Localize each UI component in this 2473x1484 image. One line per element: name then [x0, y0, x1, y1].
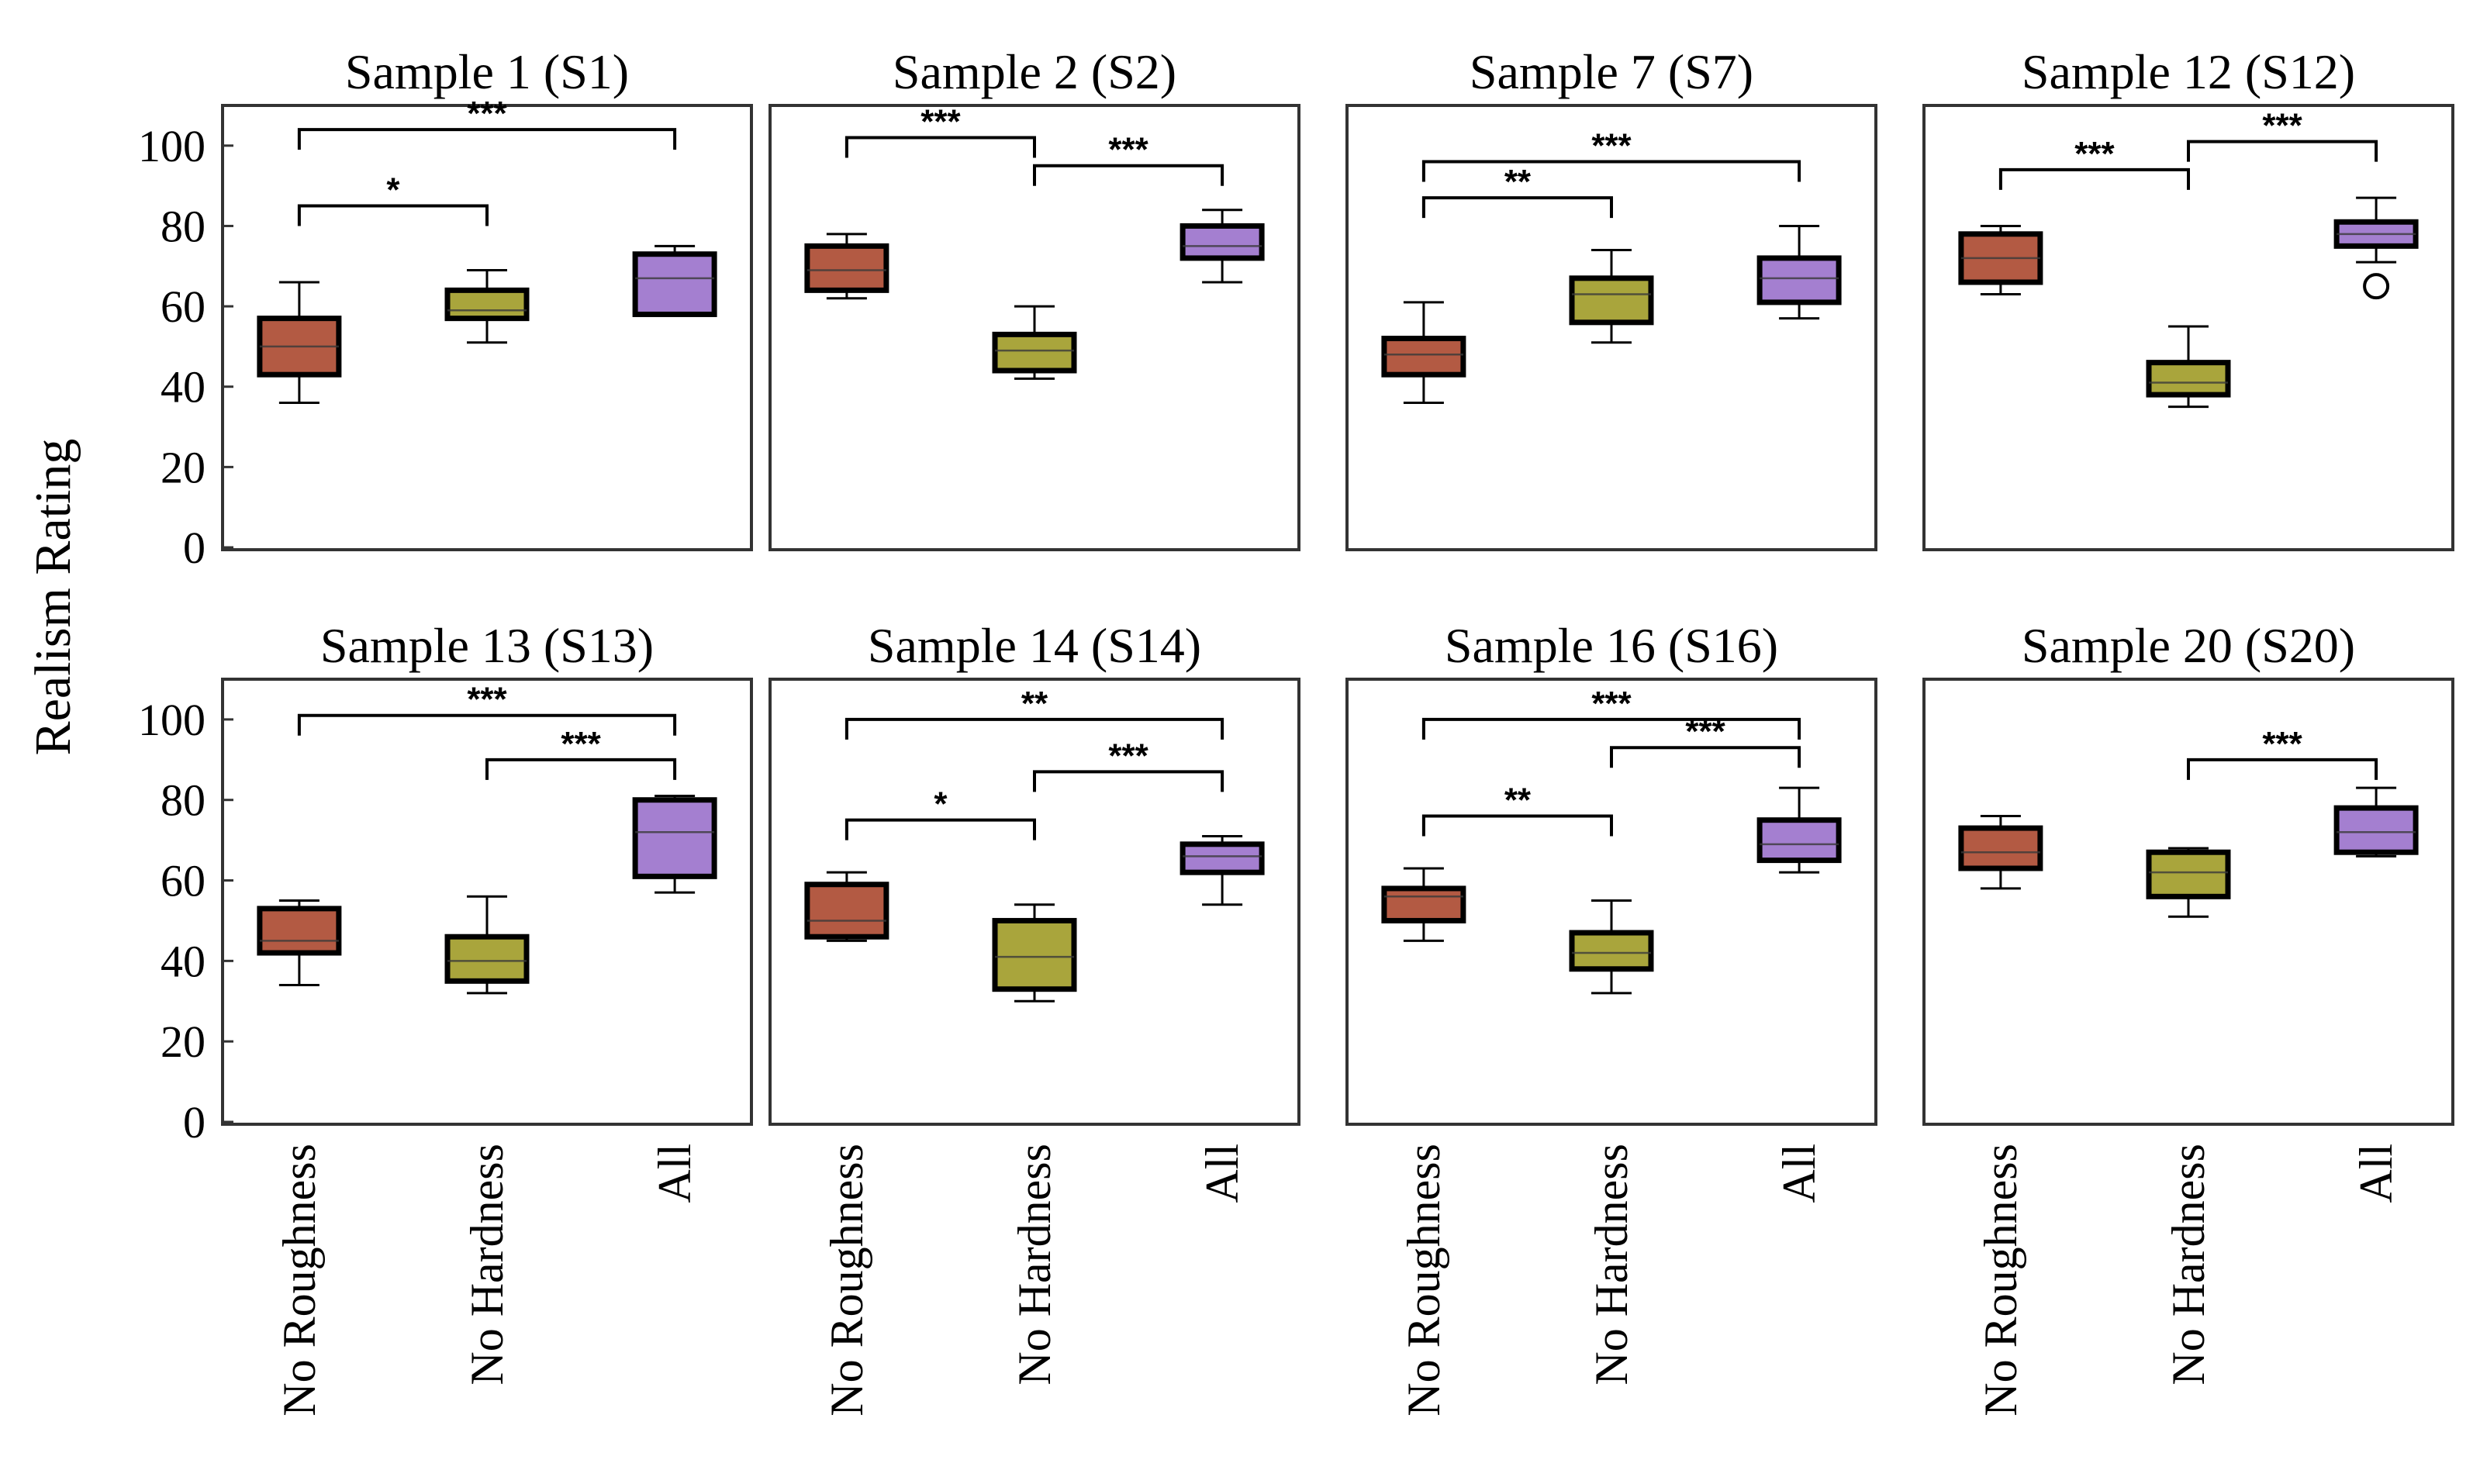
x-category-label: No Roughness — [274, 1144, 325, 1417]
significance-bracket — [297, 204, 489, 226]
panel-title: Sample 7 (S7) — [1470, 44, 1753, 99]
box — [1180, 223, 1265, 261]
y-tick-label: 0 — [183, 1097, 206, 1148]
panel-frame — [221, 104, 753, 551]
significance-label: *** — [467, 681, 507, 719]
panel-title: Sample 2 (S2) — [893, 44, 1176, 99]
significance-label: *** — [920, 102, 961, 140]
panel-title: Sample 14 (S14) — [868, 618, 1201, 673]
panel-frame — [1922, 678, 2454, 1126]
y-tick-label: 0 — [183, 523, 206, 573]
significance-bracket — [844, 818, 1036, 840]
y-tick-label: 60 — [161, 856, 206, 906]
significance-label: *** — [1108, 131, 1148, 169]
box — [257, 906, 342, 956]
panel-title: Sample 16 (S16) — [1445, 618, 1778, 673]
x-category-label: No Hardness — [461, 1144, 513, 1386]
x-category-label: All — [1774, 1144, 1825, 1203]
panel-frame — [1345, 678, 1877, 1126]
significance-bracket — [1998, 167, 2190, 190]
panel-frame — [1922, 104, 2454, 551]
box — [1569, 930, 1654, 972]
y-tick-label: 80 — [161, 775, 206, 826]
box — [1756, 817, 1842, 864]
panel-title: Sample 1 (S1) — [345, 44, 629, 99]
box — [444, 287, 530, 322]
significance-bracket — [844, 136, 1036, 158]
significance-label: *** — [1591, 685, 1632, 723]
significance-bracket — [1610, 746, 1801, 768]
panel-title: Sample 20 (S20) — [2022, 618, 2355, 673]
panel-frame — [768, 678, 1300, 1126]
box — [1756, 255, 1842, 305]
significance-label: *** — [2074, 135, 2115, 173]
panel-title: Sample 13 (S13) — [320, 618, 654, 673]
y-tick-label: 100 — [138, 121, 206, 171]
y-tick-label: 100 — [138, 695, 206, 745]
significance-label: ** — [1504, 163, 1532, 201]
x-category-label: No Roughness — [1398, 1144, 1449, 1417]
y-tick-label: 40 — [161, 362, 206, 412]
box — [1381, 336, 1466, 378]
box — [1958, 825, 2043, 871]
y-tick-label: 20 — [161, 442, 206, 492]
significance-bracket — [1033, 164, 1224, 186]
box — [992, 917, 1077, 992]
outlier-point — [2363, 273, 2390, 300]
significance-bracket — [1421, 814, 1613, 837]
panel-frame — [768, 104, 1300, 551]
panel-title: Sample 12 (S12) — [2022, 44, 2355, 99]
y-tick-label: 20 — [161, 1016, 206, 1067]
x-category-label: No Hardness — [1009, 1144, 1060, 1386]
significance-label: * — [386, 171, 400, 209]
significance-label: *** — [2262, 725, 2302, 763]
significance-bracket — [844, 717, 1224, 740]
significance-label: * — [934, 785, 948, 823]
significance-bracket — [1421, 717, 1801, 740]
x-category-label: No Roughness — [1975, 1144, 2026, 1417]
y-tick-label: 60 — [161, 281, 206, 332]
x-category-label: No Roughness — [821, 1144, 872, 1417]
x-category-label: All — [1197, 1144, 1248, 1203]
significance-label: ** — [1021, 685, 1048, 723]
box — [2146, 849, 2231, 899]
y-axis-label: Realism Rating — [25, 439, 81, 756]
significance-bracket — [297, 128, 677, 150]
significance-bracket — [1033, 770, 1224, 792]
y-tick-label: 40 — [161, 936, 206, 986]
significance-label: *** — [561, 725, 601, 763]
panel-frame — [221, 678, 753, 1126]
significance-bracket — [2187, 140, 2378, 162]
significance-bracket — [1421, 196, 1613, 219]
box — [1569, 275, 1654, 326]
box — [1381, 885, 1466, 923]
x-category-label: All — [2350, 1144, 2402, 1203]
box — [804, 243, 889, 293]
significance-label: *** — [1108, 737, 1148, 775]
x-category-label: No Hardness — [2163, 1144, 2214, 1386]
significance-label: *** — [1685, 713, 1725, 751]
panel-frame — [1345, 104, 1877, 551]
significance-bracket — [485, 758, 677, 780]
box — [804, 882, 889, 940]
significance-bracket — [1421, 160, 1801, 182]
box — [1180, 841, 1265, 875]
significance-label: ** — [1504, 781, 1532, 819]
significance-label: *** — [467, 95, 507, 133]
x-category-label: No Hardness — [1586, 1144, 1637, 1386]
box — [444, 934, 530, 984]
box — [2146, 360, 2231, 398]
box — [632, 797, 717, 879]
x-category-label: All — [649, 1144, 700, 1203]
box — [992, 331, 1077, 374]
significance-bracket — [297, 713, 677, 736]
y-tick-label: 80 — [161, 201, 206, 251]
box — [632, 251, 717, 317]
significance-bracket — [2187, 758, 2378, 780]
significance-label: *** — [2262, 107, 2302, 145]
significance-label: *** — [1591, 127, 1632, 165]
box — [2333, 805, 2419, 855]
